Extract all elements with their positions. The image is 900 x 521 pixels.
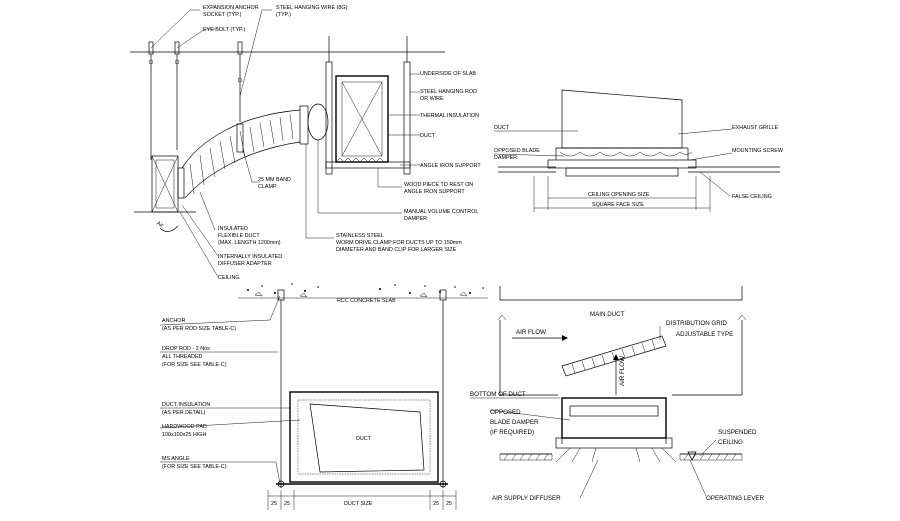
label-mvcd-2: DAMPER [404, 216, 427, 222]
label-wood-piece-2: ANGLE IRON SUPPORT [404, 189, 465, 195]
label-ceiling-opening: CEILING OPENING SIZE [588, 192, 650, 198]
label-dist-grid-2: ADJUSTABLE TYPE [676, 331, 733, 338]
label-opposed-br-1: OPPOSED [490, 409, 521, 416]
label-operating-lever: OPERATING LEVER [706, 495, 765, 502]
label-anchor-2: (AS PER ROD SIZE TABLE-C) [162, 326, 236, 332]
label-duct-bl: DUCT [356, 436, 372, 442]
duct-support-detail: RCC CONCRETE SLAB ANCHOR (AS PER ROD SIZ… [159, 283, 488, 510]
dim-25-b: 25 [284, 501, 290, 507]
label-insulated-1: INSULATED [218, 226, 248, 232]
label-stainless-3: DIAMETER AND BAND CLIP FOR LARGER SIZE [336, 247, 457, 253]
label-square-face: SQUARE FACE SIZE [592, 202, 644, 208]
svg-text:Air: Air [156, 221, 165, 229]
label-duct-ins-2: (AS PER DETAIL) [162, 410, 206, 416]
label-int-insulated-2: DIFFUSER ADAPTER [218, 261, 272, 267]
label-bottom-duct: BOTTOM OF DUCT [470, 391, 526, 398]
label-ceiling: CEILING [218, 275, 240, 281]
dim-25-a: 25 [271, 501, 277, 507]
label-socket: SOCKET (TYP.) [203, 12, 242, 18]
concrete-slab-hatch [247, 283, 484, 298]
label-anchor-1: ANCHOR [162, 318, 185, 324]
label-opposed-br-2: BLADE DAMPER [490, 419, 539, 426]
label-hardwood-2: 100x100x25 HIGH [162, 432, 206, 438]
label-drop-rod-2: ALL THREADED [162, 354, 203, 360]
label-angle-iron-1: ANGLE IRON SUPPORT [420, 163, 481, 169]
label-opposed-tr-1: OPPOSED BLADE [494, 148, 540, 154]
dim-25-d: 25 [446, 501, 452, 507]
label-false-ceiling: FALSE CEILING [732, 194, 772, 200]
label-air-flow-1: AIR FLOW [516, 329, 546, 336]
label-eye-bolt: EYE BOLT (TYP.) [203, 27, 245, 33]
label-duct-tr: DUCT [494, 125, 510, 131]
label-duct-size: DUCT SIZE [344, 501, 373, 507]
label-thermal-ins: THERMAL INSULATION [420, 113, 479, 119]
label-ms-angle-2: (FOR SIZE SEE TABLE-C) [162, 464, 227, 470]
label-air-supply: AIR SUPPLY DIFFUSER [492, 495, 561, 502]
label-stainless-2: WORM DRIVE CLAMP FOR DUCTS UP TO 150mm [336, 240, 462, 246]
air-supply-diffuser-detail: MAIN DUCT AIR FLOW AIR FLOW DISTRIBUTION… [470, 286, 765, 502]
label-steel-rod-1: STEEL HANGING ROD [420, 89, 477, 95]
label-wood-piece-1: WOOD PIECE TO REST ON [404, 182, 473, 188]
label-duct-ins-1: DUCT INSULATION [162, 402, 210, 408]
label-band-clamp-2: CLAMP [258, 184, 277, 190]
label-mounting-screw: MOUNTING SCREW [732, 148, 784, 154]
label-drop-rod-1: DROP ROD - 2 Nos [162, 346, 210, 352]
label-steel-hanging-wire: STEEL HANGING WIRE (8G) [276, 5, 348, 11]
label-stainless-1: STAINLESS STEEL [336, 233, 384, 239]
label-insulated-2: FLEXIBLE DUCT [218, 233, 260, 239]
label-hardwood-1: HARDWOOD PAD [162, 424, 207, 430]
label-expansion-anchor: EXPANSION ANCHOR [203, 5, 259, 11]
label-drop-rod-3: (FOR SIZE SEE TABLE-C) [162, 362, 227, 368]
label-suspended-2: CEILING [718, 439, 743, 446]
exhaust-grille-detail: DUCT OPPOSED BLADE DAMPER EXHAUST GRILLE… [493, 89, 784, 212]
label-underside-slab: UNDERSIDE OF SLAB [420, 71, 476, 77]
label-duct-1: DUCT [420, 133, 436, 139]
label-steel-rod-2: OR WIRE [420, 96, 444, 102]
label-mvcd-1: MANUAL VOLUME CONTROL [404, 209, 478, 215]
flexible-duct-detail: Air EXPANSION ANCHOR SOCKET (TYP.) EYE B… [130, 5, 481, 281]
label-ms-angle-1: MS ANGLE [162, 456, 190, 462]
label-main-duct: MAIN DUCT [590, 311, 625, 318]
label-band-clamp-1: 25 MM BAND [258, 177, 291, 183]
label-typ: (TYP.) [276, 12, 291, 18]
label-opposed-br-3: (IF REQUIRED) [490, 429, 534, 436]
label-opposed-tr-2: DAMPER [494, 155, 517, 161]
label-exhaust-grille: EXHAUST GRILLE [732, 125, 778, 131]
label-suspended-1: SUSPENDED [718, 429, 757, 436]
label-insulated-3: (MAX. LENGTH 1200mm) [218, 240, 281, 246]
label-int-insulated-1: INTERNALLY INSULATED [218, 254, 282, 260]
dim-25-c: 25 [433, 501, 439, 507]
label-concrete-slab: RCC CONCRETE SLAB [337, 298, 396, 304]
label-air-flow-2: AIR FLOW [619, 356, 626, 386]
label-dist-grid-1: DISTRIBUTION GRID [666, 320, 727, 327]
